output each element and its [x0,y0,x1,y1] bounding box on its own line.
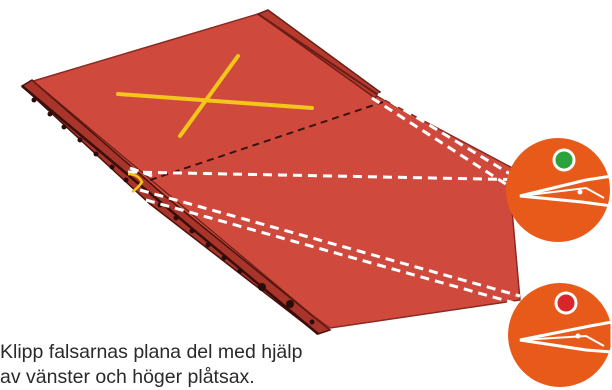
seam-mark [127,172,144,194]
right-snips-icon [508,283,612,387]
caption-line-2: av vänster och höger plåtsax. [0,366,255,388]
caption-line-1: Klipp falsarnas plana del med hjälp [0,341,303,363]
seam-fasteners [31,97,315,325]
cut-lines [127,92,536,306]
red-dot-icon [554,291,578,315]
green-dot-icon [552,148,576,172]
metal-sheet [20,9,537,335]
left-snips-icon [506,138,612,242]
instruction-caption: Klipp falsarnas plana del med hjälp av v… [0,340,520,390]
x-mark [116,54,314,138]
